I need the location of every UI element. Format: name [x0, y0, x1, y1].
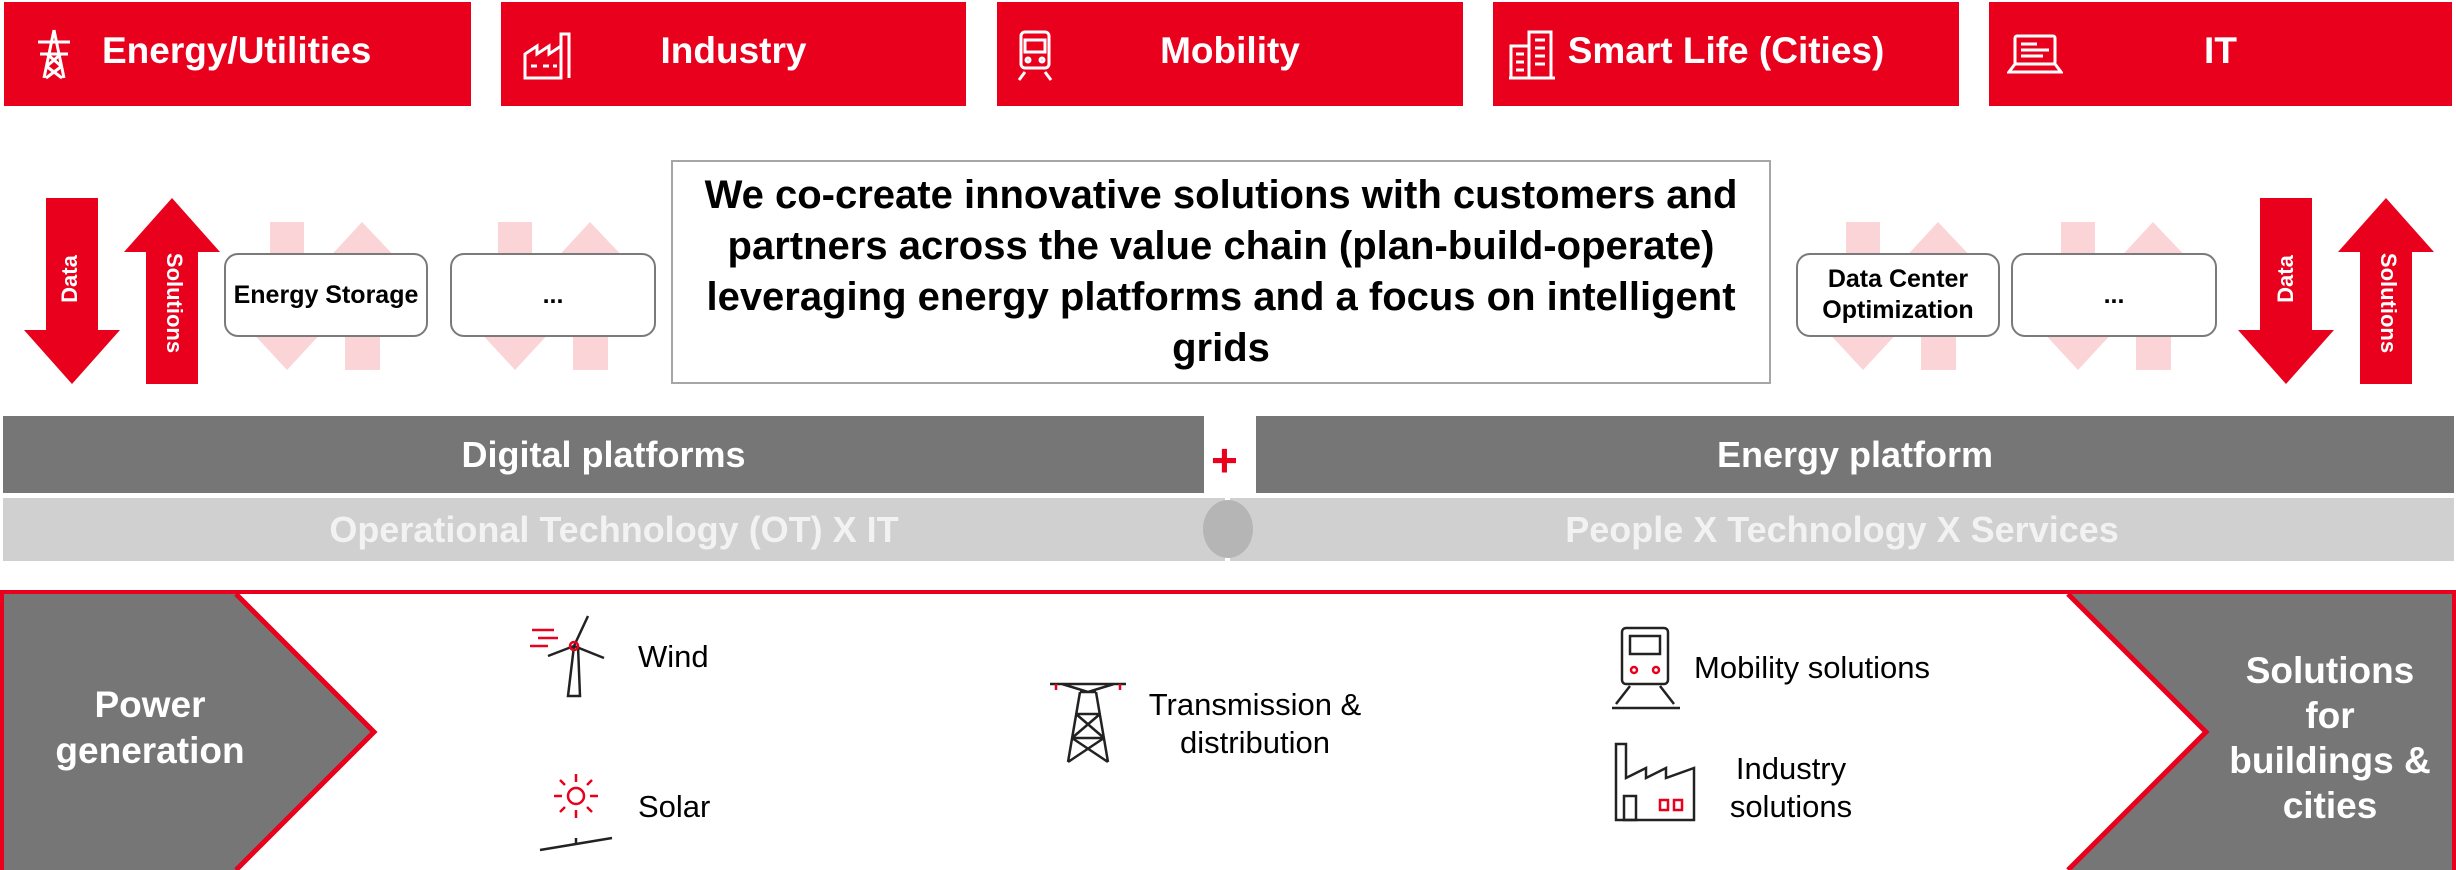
energy-platform-bar: Energy platform	[1256, 416, 2454, 493]
ot-it-label: Operational Technology (OT) X IT	[329, 508, 899, 550]
train-front-icon	[1612, 626, 1680, 710]
segment-mobility: Mobility	[997, 2, 1463, 106]
transmission-tower-icon	[1050, 682, 1126, 764]
more-box-right: ...	[2011, 253, 2217, 337]
solutions-arrow-right	[2338, 198, 2434, 384]
connector-circle	[1203, 500, 1253, 558]
solutions-buildings-cities-label: Solutions for buildings & cities	[2229, 650, 2431, 826]
solar-label: Solar	[638, 789, 711, 824]
segment-smart-life: Smart Life (Cities)	[1493, 2, 1959, 106]
segment-label: Smart Life (Cities)	[1567, 30, 1885, 71]
value-chain-shapes	[4, 592, 2452, 870]
plus-sign: +	[1211, 434, 1238, 486]
factory-icon	[1614, 742, 1696, 822]
power-generation-label: Power generation	[55, 684, 245, 771]
data-label-right: Data	[2273, 255, 2298, 303]
segment-industry: Industry	[501, 2, 966, 106]
industry-solutions-label: Industry solutions	[1729, 751, 1853, 824]
segment-it: IT	[1989, 2, 2452, 106]
factory-icon	[523, 32, 571, 80]
data-arrow-left	[24, 198, 120, 384]
wind-turbine-icon	[530, 615, 605, 698]
value-chain-frame	[0, 590, 2456, 870]
segment-label: Energy/Utilities	[102, 30, 372, 71]
segment-label: Mobility	[1160, 30, 1300, 71]
data-arrow-right	[2238, 198, 2334, 384]
more-box-left: ...	[450, 253, 656, 337]
segment-label: Industry	[660, 30, 807, 71]
energy-storage-box: Energy Storage	[224, 253, 428, 337]
solutions-label-right: Solutions	[2376, 252, 2401, 354]
pale-arrows-right	[1826, 222, 2191, 370]
solutions-arrow-left	[124, 198, 220, 384]
data-center-optimization-box: Data Center Optimization	[1796, 253, 2000, 337]
headline-box: We co-create innovative solutions with c…	[671, 160, 1771, 384]
mobility-solutions-label: Mobility solutions	[1694, 650, 1931, 685]
people-tech-services-label: People X Technology X Services	[1565, 508, 2119, 550]
ot-it-bar: Operational Technology (OT) X IT	[3, 498, 1225, 561]
train-icon	[1017, 30, 1053, 81]
buildings-icon	[1509, 30, 1555, 80]
segment-energy-utilities: Energy/Utilities	[4, 2, 471, 106]
digital-platforms-bar: Digital platforms	[3, 416, 1204, 493]
data-label-left: Data	[57, 255, 82, 303]
solar-panel-icon	[539, 774, 613, 852]
transmission-distribution-label: Transmission & distribution	[1148, 687, 1362, 760]
people-tech-services-bar: People X Technology X Services	[1230, 498, 2454, 561]
laptop-icon	[2007, 34, 2063, 74]
solutions-label-left: Solutions	[162, 252, 187, 354]
power-tower-icon	[38, 29, 70, 80]
wind-label: Wind	[638, 639, 709, 674]
energy-platform-label: Energy platform	[1716, 433, 1994, 475]
segment-label: IT	[2204, 30, 2237, 71]
digital-platforms-label: Digital platforms	[461, 433, 746, 475]
